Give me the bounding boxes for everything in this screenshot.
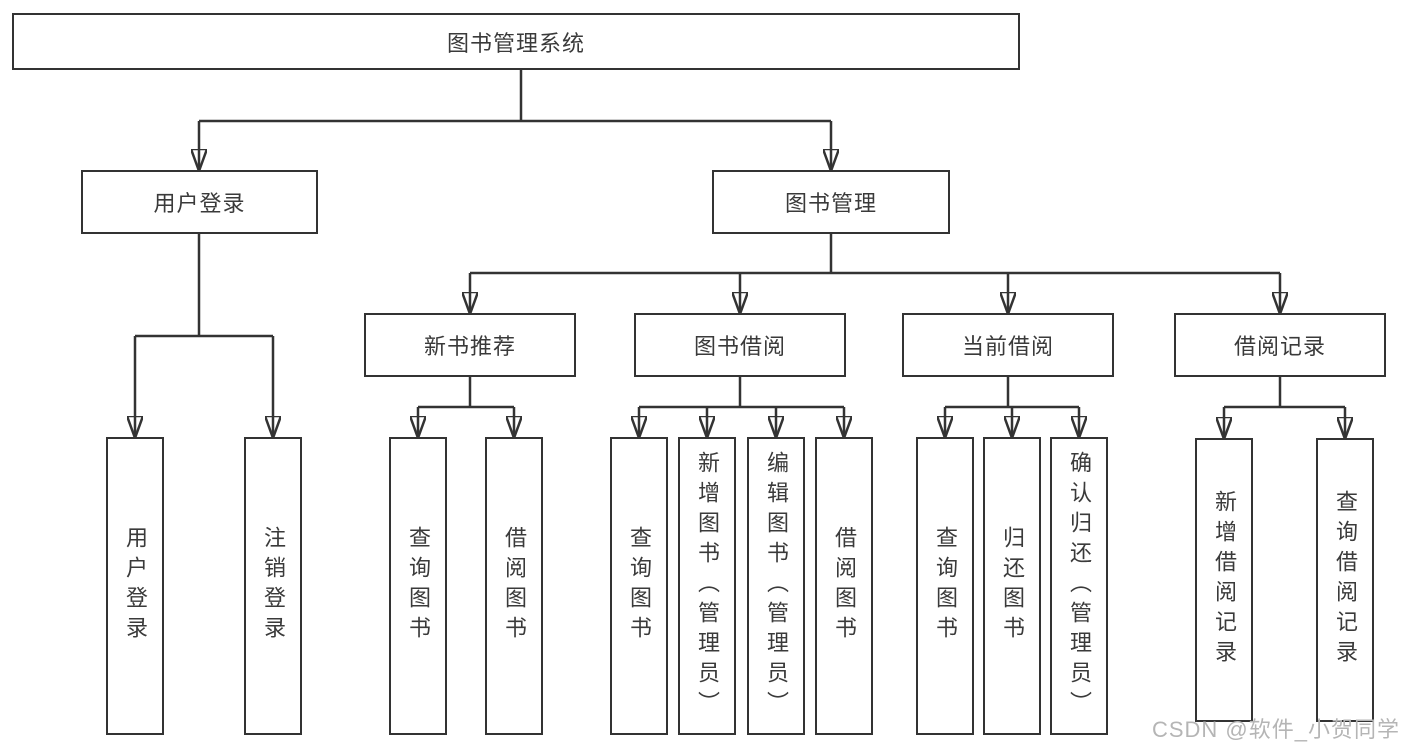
node-root: 图书管理系统 [12, 13, 1020, 70]
node-leaf-add-books-admin: 新增图书（管理员） [678, 437, 736, 735]
node-leaf-query-borrow-record-label: 查询借阅记录 [1333, 490, 1358, 670]
connector-root [199, 70, 831, 170]
node-borrow-records-label: 借阅记录 [1233, 334, 1326, 359]
node-root-label: 图书管理系统 [446, 30, 585, 56]
node-leaf-borrow-books: 借阅图书 [815, 437, 873, 735]
node-leaf-logout: 注销登录 [244, 437, 302, 735]
node-leaf-logout-label: 注销登录 [261, 526, 286, 646]
node-leaf-add-borrow-record: 新增借阅记录 [1195, 438, 1253, 722]
node-leaf-return-books: 归还图书 [983, 437, 1041, 735]
node-leaf-add-borrow-record-label: 新增借阅记录 [1212, 490, 1237, 670]
node-new-book-recommend-label: 新书推荐 [423, 334, 516, 359]
node-leaf-user-login-label: 用户登录 [123, 526, 148, 646]
node-leaf-confirm-return-admin-label: 确认归还（管理员） [1067, 451, 1092, 721]
watermark: CSDN @软件_小贺同学 [1151, 717, 1400, 742]
connector-book-management [470, 234, 1280, 313]
node-leaf-edit-books-admin-label: 编辑图书（管理员） [764, 451, 789, 721]
node-borrow-records: 借阅记录 [1174, 313, 1386, 377]
node-user-login-label: 用户登录 [153, 191, 246, 216]
node-leaf-borrow-books-recommend: 借阅图书 [485, 437, 543, 735]
node-leaf-user-login: 用户登录 [106, 437, 164, 735]
connector-borrow-records [1224, 377, 1345, 438]
node-leaf-query-books-borrow-label: 查询图书 [627, 526, 652, 646]
node-leaf-query-books-current: 查询图书 [916, 437, 974, 735]
node-leaf-query-borrow-record: 查询借阅记录 [1316, 438, 1374, 722]
node-leaf-query-books-current-label: 查询图书 [933, 526, 958, 646]
node-leaf-return-books-label: 归还图书 [1000, 526, 1025, 646]
node-leaf-edit-books-admin: 编辑图书（管理员） [747, 437, 805, 735]
node-leaf-query-books-recommend: 查询图书 [389, 437, 447, 735]
node-leaf-borrow-books-recommend-label: 借阅图书 [502, 526, 527, 646]
node-book-borrow: 图书借阅 [634, 313, 846, 377]
node-book-management: 图书管理 [712, 170, 950, 234]
node-book-borrow-label: 图书借阅 [693, 334, 786, 359]
connector-current-borrow [945, 377, 1079, 437]
node-leaf-query-books-borrow: 查询图书 [610, 437, 668, 735]
node-current-borrow: 当前借阅 [902, 313, 1114, 377]
node-current-borrow-label: 当前借阅 [961, 334, 1054, 359]
connector-user-login [135, 234, 273, 437]
node-leaf-add-books-admin-label: 新增图书（管理员） [695, 451, 720, 721]
connector-new-book-recommend [418, 377, 514, 437]
node-leaf-query-books-recommend-label: 查询图书 [406, 526, 431, 646]
node-leaf-confirm-return-admin: 确认归还（管理员） [1050, 437, 1108, 735]
node-new-book-recommend: 新书推荐 [364, 313, 576, 377]
connector-book-borrow [639, 377, 844, 437]
node-leaf-borrow-books-label: 借阅图书 [832, 526, 857, 646]
node-user-login: 用户登录 [81, 170, 318, 234]
node-book-management-label: 图书管理 [784, 191, 877, 216]
